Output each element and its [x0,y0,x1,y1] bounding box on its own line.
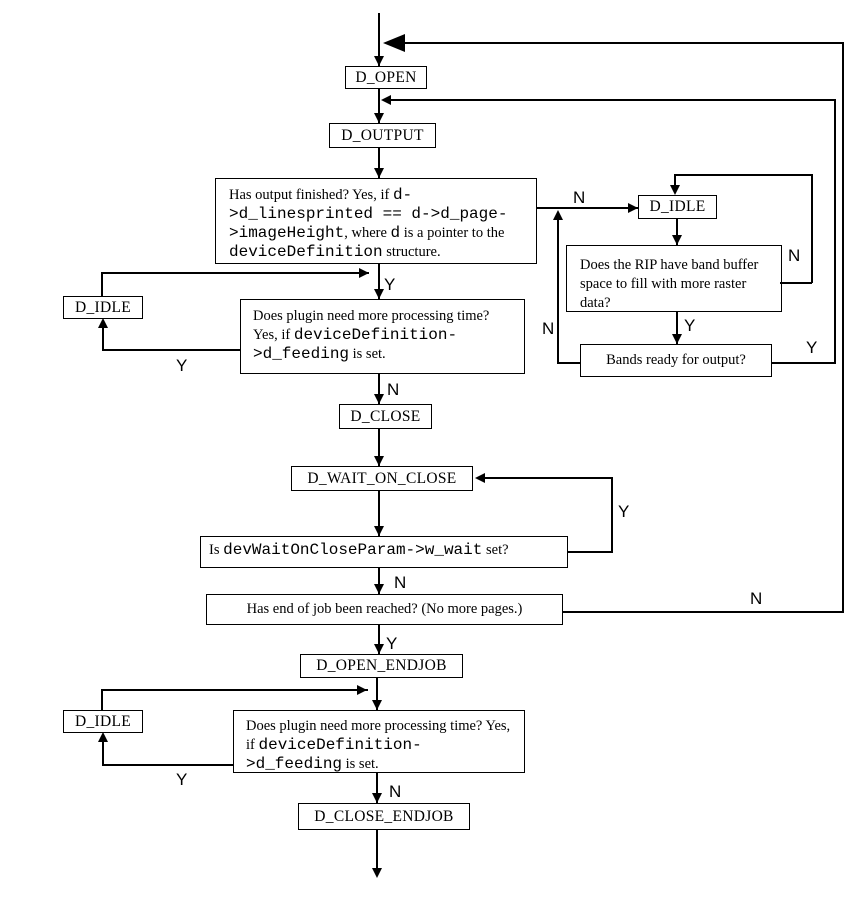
node-d-close: D_CLOSE [339,404,432,429]
label-yes-wait-loop: Y [618,502,630,521]
connector-output-to-question [378,148,380,178]
arrowhead-into-open-endjob [374,644,384,654]
connector-idle-right-to-rip [676,219,678,245]
connector-idle-mid-loop-up [101,272,103,296]
connector-no-to-idle-right [537,207,638,209]
connector-bands-no-up [557,218,559,363]
connector-plugin-bottom-yes-up [102,740,104,766]
connector-bands-no-exit [557,362,581,364]
label-yes-idle-mid: Y [176,356,188,375]
arrowhead-into-plugin-mid [374,289,384,299]
label-no-to-idle-right: N [573,188,586,207]
decision-rip-band-buffer: Does the RIP have band buffer space to f… [566,245,782,312]
label-no-plugin-mid: N [387,380,400,399]
arrowhead-into-d-output [374,113,384,123]
connector-endjob-no-bottom [562,611,844,613]
connector-plugin-mid-yes [102,349,241,351]
arrowhead-into-wwait [374,526,384,536]
arrowhead-into-idle-mid [98,318,108,328]
node-d-idle-bottom: D_IDLE [63,710,143,733]
connector-rip-no-right [811,174,813,283]
node-d-open-endjob: D_OPEN_ENDJOB [300,654,463,678]
connector-wwait-yes-exit [568,551,613,553]
arrowhead-into-d-close [374,394,384,404]
arrowhead-into-close-endjob [372,793,382,803]
arrowhead-into-plugin-bottom [372,700,382,710]
node-d-idle-mid: D_IDLE [63,296,143,319]
connector-plugin-mid-yes-up [102,326,104,350]
decision-output-finished: Has output finished? Yes, if d->d_linesp… [215,178,537,264]
node-d-output: D_OUTPUT [329,123,436,148]
decision-plugin-processing-bottom: Does plugin need more processing time? Y… [233,710,525,773]
decision-bands-ready: Bands ready for output? [580,344,772,377]
connector-idle-bottom-loop-top [101,689,368,691]
connector-close-to-wait [378,428,380,466]
arrowhead-into-idle-bottom [98,732,108,742]
arrowhead-into-idle-right [628,203,638,213]
arrowhead-into-question [374,168,384,178]
label-no-rip-loop: N [788,246,801,265]
connector-plugin-bottom-yes [102,764,234,766]
label-no-bands: N [542,319,555,338]
arrowhead-into-bands [672,334,682,344]
connector-rip-no-exit [780,282,812,284]
arrowhead-idle-mid-join [359,268,369,278]
node-d-close-endjob: D_CLOSE_ENDJOB [298,803,470,830]
arrowhead-bands-yes-join [381,95,391,105]
connector-wwait-no [378,568,380,594]
label-yes-output-finished: Y [384,275,396,294]
label-no-wait: N [394,573,407,592]
connector-endjob-no-top [400,42,843,44]
label-yes-bands: Y [806,338,818,357]
connector-entry [378,13,380,66]
connector-endjob-no-right [842,42,844,612]
label-no-plugin-bottom: N [389,782,402,801]
label-yes-idle-bottom: Y [176,770,188,789]
connector-bands-yes-exit [771,362,836,364]
arrowhead-idle-bottom-join [357,685,367,695]
connector-exit [376,830,378,870]
decision-plugin-processing-mid: Does plugin need more processing time? Y… [240,299,525,374]
arrowhead-into-d-open [374,56,384,66]
label-no-end-of-job: N [750,589,763,608]
connector-open-to-output [378,89,380,123]
connector-plugin-bottom-no [376,773,378,803]
arrowhead-into-rip [672,235,682,245]
connector-rip-no-top [674,174,812,176]
connector-wwait-yes-top [483,477,612,479]
connector-question-yes-down [378,264,380,299]
decision-end-of-job: Has end of job been reached? (No more pa… [206,594,563,625]
connector-idle-mid-loop-top [101,272,369,274]
connector-rip-yes-to-bands [676,312,678,344]
node-d-idle-right: D_IDLE [638,195,717,219]
node-d-open: D_OPEN [345,66,427,89]
decision-wait-on-close-param: Is devWaitOnCloseParam->w_wait set? [200,536,568,568]
connector-wait-to-wwait [378,490,380,536]
connector-rip-no-into-idle [674,174,676,188]
arrowhead-wwait-yes-into-wait [475,473,485,483]
arrowhead-bands-no-join [553,210,563,220]
arrowhead-loop-into-idle-right [670,185,680,195]
connector-idle-bottom-loop-up [101,689,103,710]
arrowhead-exit [372,868,382,878]
arrowhead-big-endjob-no [383,34,405,52]
label-yes-end-of-job: Y [386,634,398,653]
label-yes-rip: Y [684,316,696,335]
arrowhead-into-d-wait [374,456,384,466]
connector-endjob-yes [378,625,380,654]
connector-bands-yes-top [390,99,835,101]
connector-openend-to-plugin [376,677,378,710]
connector-wwait-yes-right [611,477,613,553]
connector-bands-yes-right [834,99,836,363]
node-d-wait-on-close: D_WAIT_ON_CLOSE [291,466,473,491]
arrowhead-into-endjob [374,584,384,594]
connector-plugin-mid-no [378,373,380,404]
